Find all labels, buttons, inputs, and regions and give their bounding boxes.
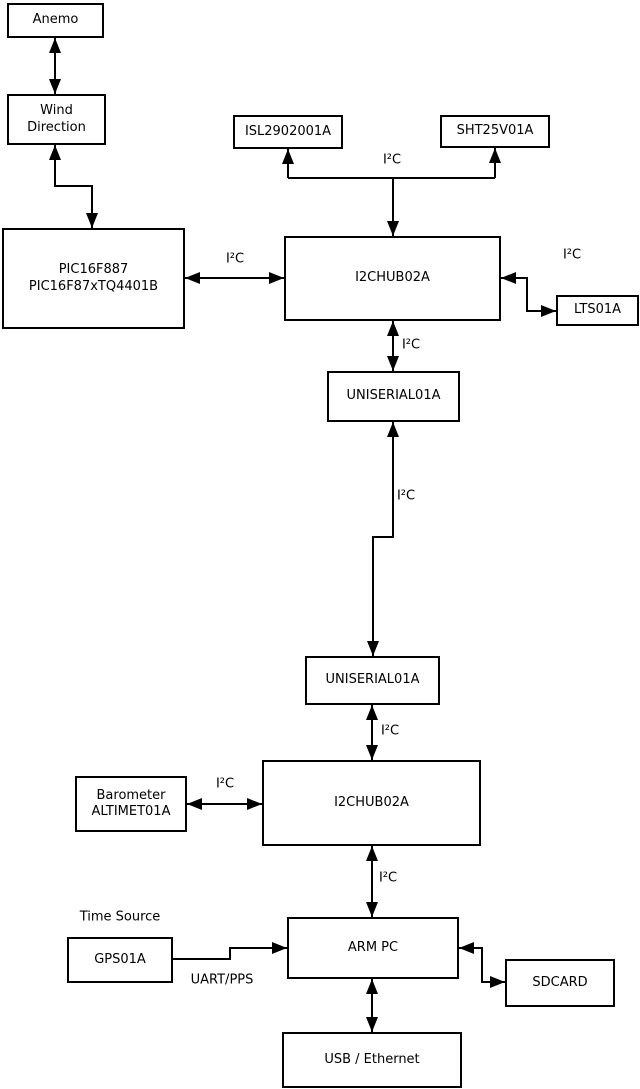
edge-armpc-sdcard	[459, 942, 505, 988]
node-barometer-altimet01a: Barometer ALTIMET01A	[75, 776, 187, 832]
node-gps01a: GPS01A	[67, 937, 173, 983]
label-i2c-hub1-lts: I²C	[562, 247, 582, 263]
label-time-source: Time Source	[79, 909, 161, 925]
node-anemo: Anemo	[7, 3, 104, 38]
node-i2chub02a-bottom: I2CHUB02A	[262, 760, 481, 846]
label-i2c-hub2-armpc: I²C	[378, 870, 398, 886]
node-lts01a: LTS01A	[556, 295, 639, 326]
node-arm-pc: ARM PC	[287, 917, 459, 979]
node-uniserial01a-bottom: UNISERIAL01A	[305, 656, 440, 705]
label-i2c-sensor-bus: I²C	[382, 152, 402, 168]
node-wind-direction: Wind Direction	[7, 94, 106, 145]
label-uart-pps: UART/PPS	[190, 972, 254, 988]
label-i2c-barometer-hub2: I²C	[215, 776, 235, 792]
node-isl2902001a: ISL2902001A	[233, 115, 343, 149]
edge-uniserial1-uniserial2	[367, 422, 399, 656]
edge-wind-pic	[49, 145, 98, 228]
node-pic16f887: PIC16F887 PIC16F87xTQ4401B	[2, 228, 185, 329]
node-usb-ethernet: USB / Ethernet	[282, 1032, 462, 1088]
node-sht25v01a: SHT25V01A	[440, 115, 550, 148]
node-i2chub02a-top: I2CHUB02A	[284, 236, 501, 321]
label-i2c-hub1-uniserial1: I²C	[401, 337, 421, 353]
label-i2c-pic-hub1: I²C	[225, 251, 245, 267]
node-uniserial01a-top: UNISERIAL01A	[327, 371, 460, 422]
label-i2c-uniserial-link: I²C	[396, 488, 416, 504]
label-i2c-uniserial2-hub2: I²C	[380, 723, 400, 739]
edge-gps-armpc	[173, 942, 287, 960]
node-sdcard: SDCARD	[505, 959, 615, 1007]
edge-hub1-lts	[501, 272, 556, 317]
